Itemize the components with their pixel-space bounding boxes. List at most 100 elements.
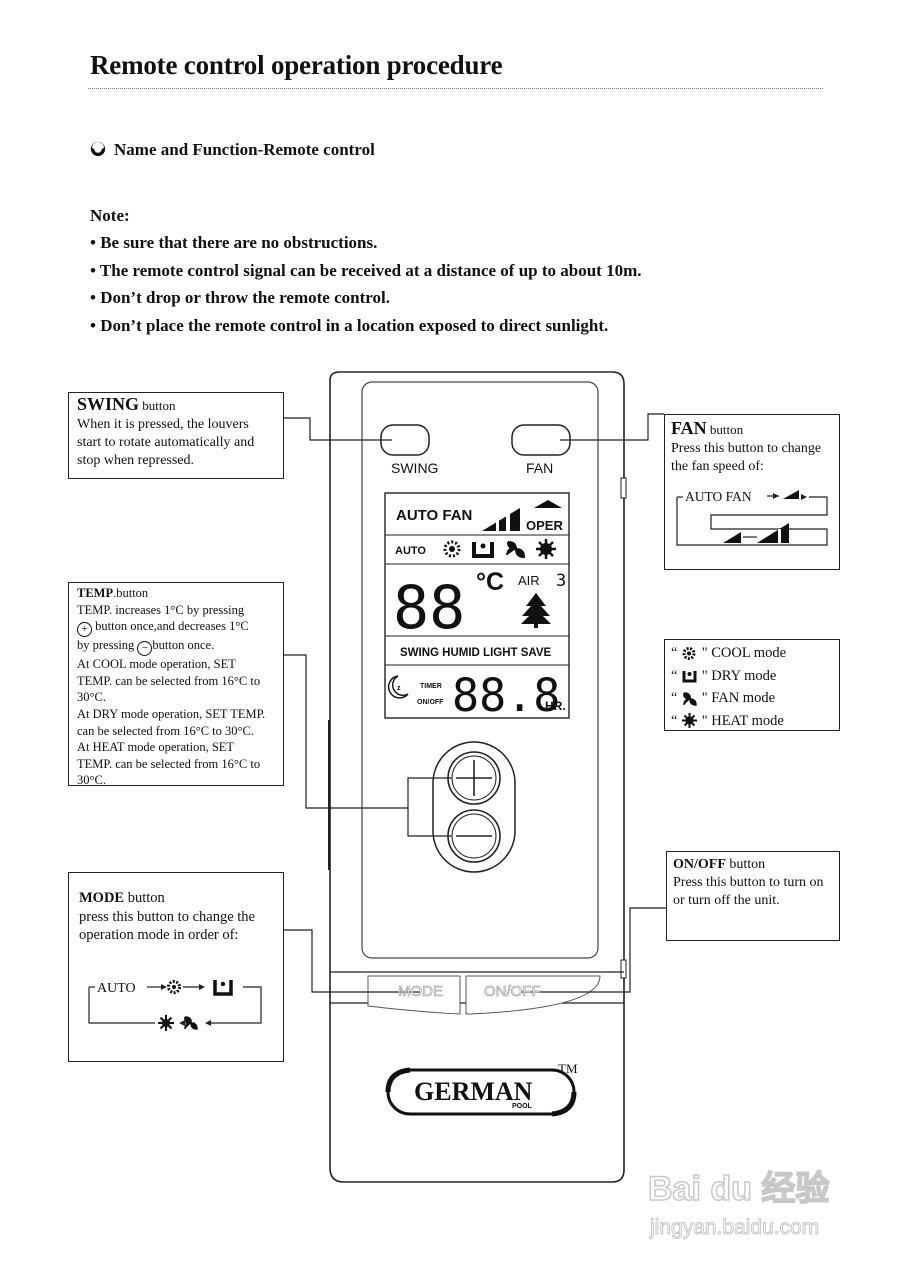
note-title: Note: xyxy=(90,206,130,225)
callout-title-suffix: button xyxy=(725,857,766,872)
callout-title: MODE xyxy=(79,890,125,906)
water-drop-icon xyxy=(213,980,233,996)
lcd-auto-text: AUTO xyxy=(395,545,426,557)
brand-sub: POOL xyxy=(512,1103,533,1110)
swing-button-label: SWING xyxy=(391,460,438,476)
lcd-timer-digits: 88.8 xyxy=(452,669,560,722)
callout-line: Press this button to turn on xyxy=(673,875,824,890)
lcd-auto-fan-text: AUTO FAN xyxy=(396,507,472,524)
sun-icon xyxy=(681,713,698,729)
lcd-fan-icon xyxy=(506,541,526,559)
sun-icon xyxy=(158,1015,174,1031)
callout-line: TEMP. increases 1°C by pressing xyxy=(77,602,245,617)
callout-text: button once,and decreases 1°C xyxy=(95,619,249,634)
callout-line: the fan speed of: xyxy=(671,459,764,474)
watermark-url: jingyan.baidu.com xyxy=(649,1216,819,1239)
callout-line: At COOL mode operation, SET xyxy=(77,657,236,672)
callout-line: TEMP. can be selected from 16°C to xyxy=(77,756,261,771)
lcd-snowflake-icon xyxy=(443,540,461,558)
mode-legend-item: “ " COOL mode xyxy=(671,642,833,665)
note-item: • Be sure that there are no obstructions… xyxy=(90,233,378,252)
title-underline xyxy=(88,88,823,89)
note-item: • The remote control signal can be recei… xyxy=(90,261,642,280)
callout-line: press this button to change the xyxy=(79,908,255,925)
mode-flow-start: AUTO xyxy=(97,981,136,996)
snowflake-icon xyxy=(681,646,698,661)
mode-legend-label: " HEAT mode xyxy=(701,712,784,729)
callout-line: 30°C. xyxy=(77,690,106,705)
onoff-callout: ON/OFF button Press this button to turn … xyxy=(666,851,840,941)
onoff-button[interactable] xyxy=(465,975,601,1015)
lcd-timer-text: TIMER xyxy=(420,683,442,690)
water-drop-icon xyxy=(681,668,698,683)
callout-line: can be selected from 16°C to 30°C. xyxy=(77,723,254,738)
lcd-functions-text: SWING HUMID LIGHT SAVE xyxy=(400,647,552,659)
lcd-tree-icon xyxy=(521,593,551,628)
callout-title: TEMP xyxy=(77,586,114,600)
section-heading: Name and Function-Remote control xyxy=(90,140,375,162)
mode-legend-item: “ " FAN mode xyxy=(671,687,833,710)
lcd-hr-text: HR. xyxy=(545,699,566,713)
callout-line: operation mode in order of: xyxy=(79,927,239,943)
lcd-air-digit: 3 xyxy=(556,571,566,591)
mode-legend-item: “ " DRY mode xyxy=(671,665,833,688)
lcd-temp-digits: 88 xyxy=(393,573,465,643)
callout-title: FAN xyxy=(671,418,707,438)
lcd-temp-unit: °C xyxy=(476,568,504,596)
mode-legend-label: " COOL mode xyxy=(701,645,787,661)
callout-line: by pressing −button once. xyxy=(77,637,275,657)
fan-icon xyxy=(681,691,698,706)
plus-circle-icon: + xyxy=(77,622,92,638)
callout-title: ON/OFF xyxy=(673,857,726,872)
minus-circle-icon: − xyxy=(137,641,153,657)
callout-title-suffix: button xyxy=(706,422,744,437)
callout-text: button once. xyxy=(152,638,215,653)
brand-name: GERMAN xyxy=(414,1077,533,1106)
section-heading-text: Name and Function-Remote control xyxy=(114,140,375,159)
callout-line: TEMP. can be selected from 16°C to xyxy=(77,673,261,688)
callout-title-suffix: .button xyxy=(113,586,149,600)
lcd-water-drop-icon xyxy=(472,542,494,558)
mode-cycle-flow: AUTO xyxy=(88,980,262,1031)
fan-button-label: FAN xyxy=(526,460,553,476)
mode-legend-label: " DRY mode xyxy=(701,667,777,684)
snowflake-icon xyxy=(167,980,181,994)
callout-line: When it is pressed, the louvers xyxy=(77,417,249,432)
fan-flow-start: AUTO FAN xyxy=(685,489,752,504)
callout-line: start to rotate automatically and xyxy=(77,435,255,450)
circle-bullet-icon xyxy=(90,141,106,162)
callout-text: by pressing xyxy=(77,638,135,653)
note-item: • Don’t place the remote control in a lo… xyxy=(90,316,609,335)
lcd-air-text: AIR xyxy=(518,573,540,588)
mode-legend-label: " FAN mode xyxy=(701,690,776,706)
swing-callout: SWING button When it is pressed, the lou… xyxy=(68,392,284,479)
lcd-sun-icon xyxy=(536,539,556,559)
callout-line: Press this button to change xyxy=(671,441,822,456)
note-item: • Don’t drop or throw the remote control… xyxy=(90,288,390,307)
fan-callout: FAN button Press this button to change t… xyxy=(664,414,840,570)
onoff-button-label: ON/OFF xyxy=(484,983,541,1000)
callout-line: + button once,and decreases 1°C xyxy=(77,618,275,638)
mode-legend-item: “ " HEAT mode xyxy=(671,710,833,733)
lcd-oper-text: OPER xyxy=(526,518,563,533)
callout-line: At HEAT mode operation, SET xyxy=(77,740,235,755)
fan-speed-flow: AUTO FAN xyxy=(676,489,828,546)
mode-callout: MODE button press this button to change … xyxy=(68,872,284,1062)
callout-line: 30°C. xyxy=(77,773,106,788)
fan-icon xyxy=(184,1016,198,1030)
watermark-brand: Bai du 经验 xyxy=(648,1169,829,1208)
temp-callout: TEMP.button TEMP. increases 1°C by press… xyxy=(68,582,284,788)
modes-legend: “ " COOL mode “ " DRY mode “ " FAN mode … xyxy=(664,639,840,731)
lcd-moon-icon: z xyxy=(387,675,409,699)
trademark: TM xyxy=(558,1061,578,1076)
page-title: Remote control operation procedure xyxy=(90,50,503,80)
callout-line: or turn off the unit. xyxy=(673,893,780,908)
callout-line: stop when repressed. xyxy=(77,453,195,468)
callout-line: At DRY mode operation, SET TEMP. xyxy=(77,706,266,721)
svg-text:z: z xyxy=(397,685,401,692)
mode-button-label: MODE xyxy=(398,983,443,1000)
callout-title: SWING xyxy=(77,394,140,414)
mode-button[interactable] xyxy=(367,975,461,1015)
callout-title-suffix: button xyxy=(124,890,165,906)
